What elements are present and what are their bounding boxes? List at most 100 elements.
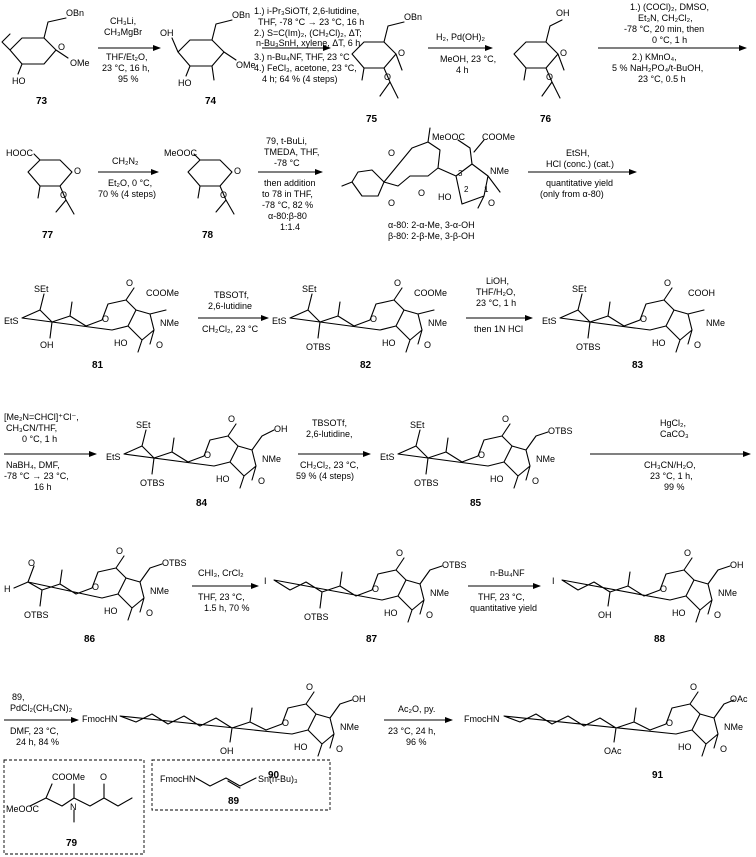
atom-HO: HO <box>678 742 692 752</box>
step12-line1: HgCl₂, <box>660 418 686 428</box>
step-7: EtSH, HCl (conc.) (cat.) quantitative yi… <box>528 148 637 199</box>
label-77: 77 <box>42 230 54 241</box>
atom-NMe: NMe <box>706 318 725 328</box>
step-8: TBSOTf, 2,6-lutidine CH₂Cl₂, 23 °C <box>198 290 269 334</box>
atom-O: O <box>204 450 211 460</box>
step2-line1: 1.) i-Pr₃SiOTf, 2,6-lutidine, <box>254 6 359 16</box>
atom-O: O <box>418 188 425 198</box>
step1-line2: CH₃MgBr <box>104 27 142 37</box>
atom-O: O <box>220 190 227 200</box>
step3-line1: H₂, Pd(OH)₂ <box>436 32 485 42</box>
atom-OBn: OBn <box>232 10 250 20</box>
step7-line1: EtSH, <box>566 148 590 158</box>
atom-SEt: SEt <box>572 284 587 294</box>
atom-OH: OH <box>352 694 366 704</box>
step-3: H₂, Pd(OH)₂ MeOH, 23 °C, 4 h <box>428 32 496 75</box>
atom-O: O <box>546 72 553 82</box>
step6-line4: then addition <box>264 178 316 188</box>
label-76: 76 <box>540 114 552 125</box>
atom-COOMe: COOMe <box>52 772 85 782</box>
step2-line6: 4.) FeCl₃, acetone, 23 °C, <box>254 63 357 73</box>
atom-FmocHN: FmocHN <box>82 714 118 724</box>
step16-line3: 96 % <box>406 737 427 747</box>
compound-78: MeOOC O O 78 <box>164 148 241 241</box>
atom-OH: OH <box>220 746 234 756</box>
label-87: 87 <box>366 634 378 645</box>
step10-line2: CH₃CN/THF, <box>6 423 57 433</box>
step6-line5: to 78 in THF, <box>262 189 313 199</box>
label-73: 73 <box>36 96 48 107</box>
atom-O: O <box>258 476 265 486</box>
label-88: 88 <box>654 634 666 645</box>
atom-OTBS: OTBS <box>576 342 601 352</box>
step-9: LiOH, THF/H₂O, 23 °C, 1 h then 1N HCl <box>466 276 533 334</box>
atom-OTBS: OTBS <box>304 612 329 622</box>
step-15: 89, PdCl₂(CH₃CN)₂ DMF, 23 °C, 24 h, 84 % <box>4 692 79 747</box>
step6-line6: -78 °C, 82 % <box>262 200 313 210</box>
step12-line2: CaCO₃ <box>660 429 689 439</box>
atom-O: O <box>388 148 395 158</box>
atom-OMe: OMe <box>236 60 256 70</box>
atom-O: O <box>424 340 431 350</box>
atom-NMe: NMe <box>430 588 449 598</box>
compound-91: FmocHN OAc O O OAc NMe O HO 91 <box>464 682 748 781</box>
step5-line2: Et₂O, 0 °C, <box>108 178 152 188</box>
label-75: 75 <box>366 114 378 125</box>
label-84: 84 <box>196 498 208 509</box>
atom-O: O <box>102 314 109 324</box>
step11-line2: 2,6-lutidine, <box>306 429 353 439</box>
step11-line3: CH₂Cl₂, 23 °C, <box>300 460 359 470</box>
compound-87: I OTBS O O OTBS NMe O HO 87 <box>264 548 467 645</box>
atom-O: O <box>488 198 495 208</box>
atom-NMe: NMe <box>340 722 359 732</box>
atom-O: O <box>560 48 567 58</box>
atom-O: O <box>74 166 81 176</box>
atom-O: O <box>282 718 289 728</box>
position-2: 2 <box>464 185 469 194</box>
step4-line7: 23 °C, 0.5 h <box>638 74 686 84</box>
label-82: 82 <box>360 360 372 371</box>
atom-OTBS: OTBS <box>442 560 467 570</box>
atom-NMe: NMe <box>150 586 169 596</box>
atom-O: O <box>336 744 343 754</box>
step-2: 1.) i-Pr₃SiOTf, 2,6-lutidine, THF, -78 °… <box>254 6 364 84</box>
atom-O: O <box>694 340 701 350</box>
atom-HO: HO <box>114 338 128 348</box>
step4-line5: 2.) KMnO₄, <box>632 52 677 62</box>
atom-O: O <box>394 278 401 288</box>
atom-HO: HO <box>382 338 396 348</box>
step15-line2: PdCl₂(CH₃CN)₂ <box>10 703 73 713</box>
atom-NMe: NMe <box>536 454 555 464</box>
atom-SEt: SEt <box>136 420 151 430</box>
step5-line3: 70 % (4 steps) <box>98 189 156 199</box>
atom-O: O <box>660 584 667 594</box>
step7-line3: quantitative yield <box>546 178 613 188</box>
atom-O: O <box>306 682 313 692</box>
step6-line2: TMEDA, THF, <box>264 147 319 157</box>
atom-COOMe: COOMe <box>414 288 447 298</box>
step12-line5: 99 % <box>664 482 685 492</box>
step4-line1: 1.) (COCl)₂, DMSO, <box>630 2 709 12</box>
step10-line4: NaBH₄, DMF, <box>6 460 60 470</box>
atom-O: O <box>100 772 107 782</box>
step3-line2: MeOH, 23 °C, <box>440 54 496 64</box>
atom-OH: OH <box>598 610 612 620</box>
atom-O: O <box>396 548 403 558</box>
step6-line8: 1:1.4 <box>280 222 300 232</box>
step14-line3: quantitative yield <box>470 603 537 613</box>
atom-O: O <box>720 744 727 754</box>
step2-line2: THF, -78 °C → 23 °C, 16 h <box>258 17 364 27</box>
atom-EtS: EtS <box>542 316 557 326</box>
step10-line1: [Me₂N=CHCl]⁺Cl⁻, <box>4 412 79 422</box>
atom-EtS: EtS <box>272 316 287 326</box>
step6-line1: 79, t-BuLi, <box>266 136 307 146</box>
compound-74: OBn OH HO OMe 74 <box>160 10 256 107</box>
atom-O: O <box>640 314 647 324</box>
atom-O: O <box>146 608 153 618</box>
step-10: [Me₂N=CHCl]⁺Cl⁻, CH₃CN/THF, 0 °C, 1 h Na… <box>4 412 97 492</box>
atom-O: O <box>666 718 673 728</box>
atom-H: H <box>4 584 11 594</box>
compound-84: SEt EtS OTBS O O OH NMe O HO 84 <box>106 414 288 509</box>
atom-HO: HO <box>652 338 666 348</box>
